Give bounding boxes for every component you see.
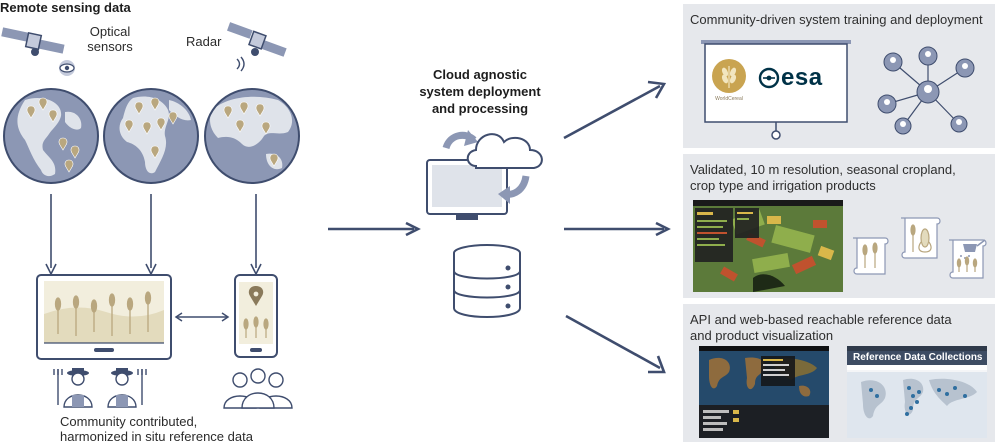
radar-label: Radar: [186, 34, 222, 49]
arrow-down-icon: [145, 194, 157, 276]
wheat-corn-scroll-icon: [901, 217, 941, 259]
arrow-down-icon: [250, 194, 262, 276]
cloud-processing-title: Cloud agnostic system deployment and pro…: [419, 67, 541, 116]
radar-satellite-icon: [227, 22, 287, 57]
network-people-icon: [877, 46, 975, 135]
arrow-right-icon: [564, 221, 671, 237]
panel-title: API and web-based reachable reference da…: [690, 312, 952, 343]
cropland-map-screen: [693, 200, 843, 292]
radar-wave-icon: [236, 56, 245, 72]
esa-logo-icon: [758, 67, 780, 89]
esa-label: esa: [781, 64, 823, 91]
arrow-down-icon: [45, 194, 57, 276]
worldcereal-label: WorldCereal: [715, 96, 743, 102]
globe-asia-icon: [204, 88, 300, 184]
panel-products: Validated, 10 m resolution, seasonal cro…: [683, 154, 995, 298]
globe-africa-icon: [103, 88, 199, 184]
monitor-wheat-icon: [36, 274, 172, 360]
arrow-right-icon: [328, 221, 421, 237]
double-arrow-icon: [174, 312, 230, 322]
cloud-computer-icon: [426, 130, 543, 220]
database-icon: [453, 244, 521, 318]
panel-training: Community-driven system training and dep…: [683, 4, 995, 148]
bottom-caption: Community contributed, harmonized in sit…: [60, 414, 253, 444]
people-group-icon: [223, 368, 293, 409]
farmer-icon: [107, 368, 147, 408]
satellite-icon: [1, 27, 65, 56]
irrigation-scroll-icon: [949, 239, 987, 279]
arrow-up-right-icon: [563, 80, 667, 140]
panel-title: Community-driven system training and dep…: [690, 12, 983, 27]
arrow-down-right-icon: [565, 314, 666, 374]
wheat-scroll-icon: [853, 237, 889, 275]
optical-sensors-label: Optical sensors: [87, 24, 133, 54]
globe-americas-icon: [3, 88, 99, 184]
panel-visualization: API and web-based reachable reference da…: [683, 304, 995, 442]
eye-icon: [59, 60, 75, 76]
panel-title: Validated, 10 m resolution, seasonal cro…: [690, 162, 956, 193]
worldmap-viewer-screen: [699, 346, 829, 438]
reference-collections-screen: [847, 346, 987, 438]
remote-sensing-title: Remote sensing data: [0, 0, 131, 15]
farmer-icon: [53, 368, 93, 408]
phone-icon: [234, 274, 278, 358]
reference-collections-title: Reference Data Collections: [853, 352, 983, 363]
worldcereal-logo-icon: [712, 59, 746, 93]
